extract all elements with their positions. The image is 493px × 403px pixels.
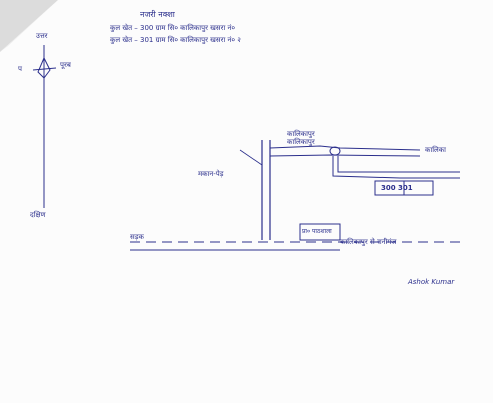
label-plot-numbers: 300 301 — [381, 184, 413, 192]
compass-horizontal-line — [32, 67, 57, 71]
pointer-line-makaan — [239, 149, 263, 166]
main-road — [130, 241, 460, 251]
label-kalikapur-top: कालिकापुर — [287, 130, 315, 138]
compass-south-label: दक्षिण — [30, 211, 46, 219]
label-main-road-right: कालिकापुर से रानीगंज — [340, 238, 397, 246]
compass — [32, 45, 57, 208]
label-kalikapur-road: कालिकापुर — [287, 138, 315, 146]
signature: Ashok Kumar — [408, 278, 455, 286]
label-makaan: मकान-पेड़ — [198, 170, 224, 178]
folded-corner-shade — [0, 0, 58, 52]
label-school: प्रा० पाठशाला — [302, 228, 332, 235]
east-road — [269, 145, 460, 179]
compass-west-label: प — [18, 65, 22, 73]
school-box — [299, 223, 341, 241]
label-main-road-left: सड़क — [130, 233, 144, 241]
compass-arrow-icon — [37, 56, 51, 79]
vertical-road — [261, 140, 271, 240]
header-line-1: कुल खेत – 300 ग्राम सि० कालिकापुर खसरा न… — [110, 24, 236, 32]
compass-east-label: पूरब — [60, 61, 71, 69]
compass-north-label: उत्तर — [36, 32, 48, 40]
header-line-2: कुल खेत – 301 ग्राम सि० कालिकापुर खसरा न… — [110, 36, 241, 44]
label-road-east: कालिका — [425, 146, 446, 154]
map-title: नजरी नक्शा — [140, 10, 175, 19]
